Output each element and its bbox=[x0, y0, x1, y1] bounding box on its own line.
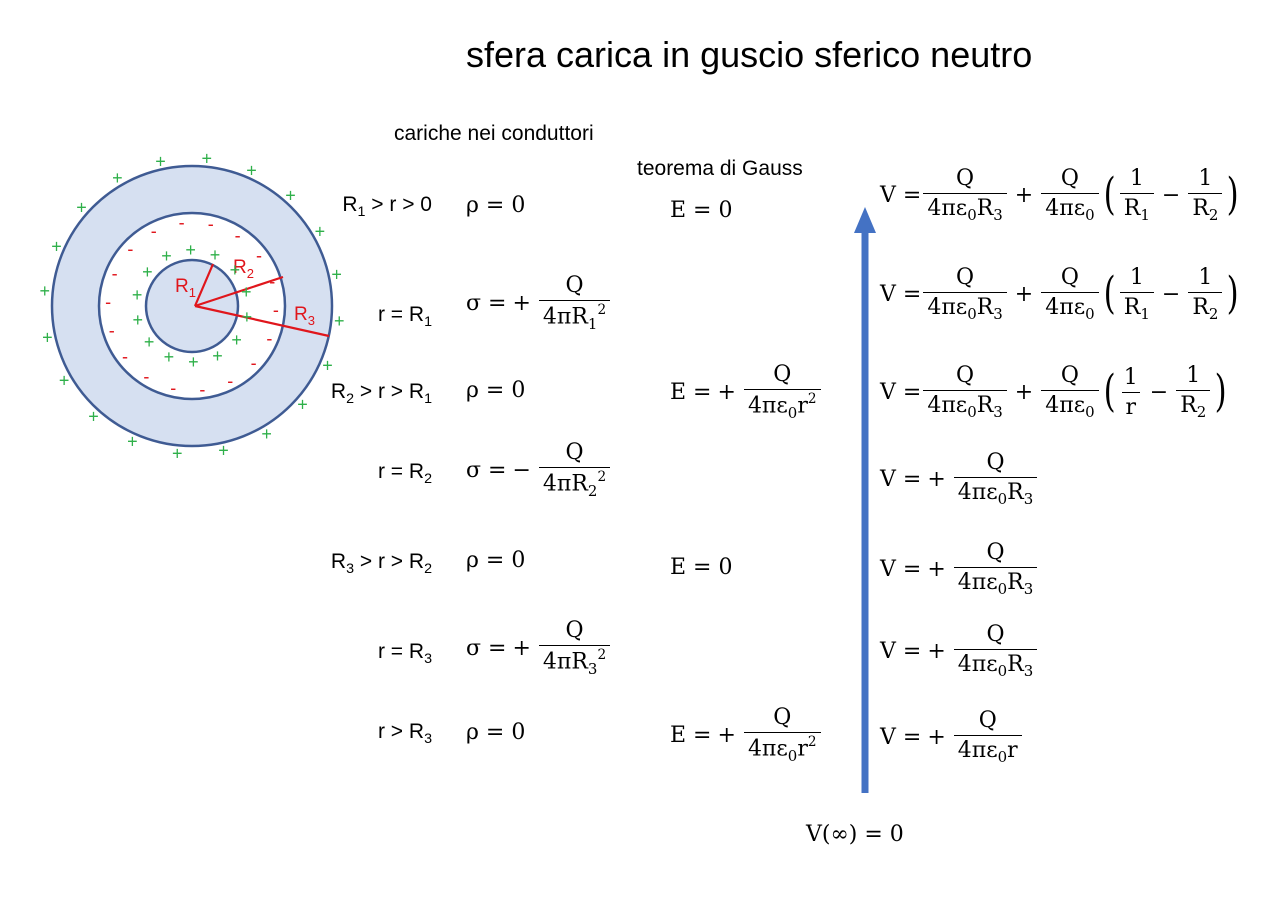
minus-charge-mark: - bbox=[122, 347, 128, 367]
plus-charge-mark: + bbox=[127, 431, 138, 451]
radius-r1-line bbox=[193, 263, 215, 307]
plus-charge-mark: + bbox=[285, 186, 296, 206]
charge-row-1: ρ = 0 bbox=[466, 193, 526, 218]
header-gauss: teorema di Gauss bbox=[637, 157, 803, 180]
plus-charge-mark: + bbox=[88, 406, 99, 426]
region-label-6: r = R3 bbox=[377, 640, 432, 667]
inner-sphere-circle bbox=[144, 258, 240, 354]
field-row-1: E = 0 bbox=[670, 198, 733, 223]
minus-charge-mark: - bbox=[273, 300, 279, 320]
plus-charge-mark: + bbox=[144, 332, 155, 352]
potential-infinity: V(∞) = 0 bbox=[806, 822, 904, 847]
plus-charge-mark: + bbox=[161, 246, 172, 266]
plus-charge-mark: + bbox=[76, 197, 87, 217]
plus-charge-mark: + bbox=[188, 352, 199, 372]
charge-marks: ++++++++++++++++++++------------------++… bbox=[39, 149, 344, 464]
minus-charge-mark: - bbox=[112, 263, 118, 283]
plus-charge-mark: + bbox=[218, 441, 229, 461]
minus-charge-mark: - bbox=[227, 371, 233, 391]
plus-charge-mark: + bbox=[59, 371, 70, 391]
plus-charge-mark: + bbox=[112, 168, 123, 188]
region-label-2: r = R1 bbox=[377, 303, 432, 330]
region-label-3: R2 > r > R1 bbox=[330, 380, 432, 407]
minus-charge-mark: - bbox=[208, 214, 214, 234]
plus-charge-mark: + bbox=[241, 282, 252, 302]
radius-r2-line bbox=[194, 275, 284, 308]
plus-charge-mark: + bbox=[39, 281, 50, 301]
plus-charge-mark: + bbox=[334, 311, 345, 331]
region-label-4: r = R2 bbox=[377, 460, 432, 487]
label-r2: R2 bbox=[233, 257, 254, 281]
plus-charge-mark: + bbox=[212, 346, 223, 366]
plus-charge-mark: + bbox=[261, 424, 272, 444]
plus-charge-mark: + bbox=[230, 260, 241, 280]
plus-charge-mark: + bbox=[164, 347, 175, 367]
plus-charge-mark: + bbox=[172, 443, 183, 463]
charge-row-7: ρ = 0 bbox=[466, 720, 526, 745]
region-label-1: R1 > r > 0 bbox=[342, 193, 432, 220]
label-r3: R3 bbox=[294, 304, 315, 328]
region-label-7: r > R3 bbox=[377, 720, 432, 747]
potential-arrow bbox=[854, 207, 876, 793]
minus-charge-mark: - bbox=[170, 378, 176, 398]
header-charges: cariche nei conduttori bbox=[394, 122, 594, 145]
minus-charge-mark: - bbox=[143, 367, 149, 387]
label-r1: R1 bbox=[175, 276, 196, 300]
plus-charge-mark: + bbox=[246, 161, 257, 181]
minus-charge-mark: - bbox=[151, 221, 157, 241]
plus-charge-mark: + bbox=[242, 307, 253, 327]
minus-charge-mark: - bbox=[251, 353, 257, 373]
plus-charge-mark: + bbox=[331, 265, 342, 285]
plus-charge-mark: + bbox=[51, 236, 62, 256]
region-label-5: R3 > r > R2 bbox=[330, 550, 432, 577]
minus-charge-mark: - bbox=[199, 379, 205, 399]
minus-charge-mark: - bbox=[235, 225, 241, 245]
plus-charge-mark: + bbox=[315, 221, 326, 241]
minus-charge-mark: - bbox=[109, 321, 115, 341]
plus-charge-mark: + bbox=[231, 330, 242, 350]
page-title: sfera carica in guscio sferico neutro bbox=[466, 34, 1033, 75]
plus-charge-mark: + bbox=[322, 356, 333, 376]
minus-charge-mark: - bbox=[266, 329, 272, 349]
charge-row-3: ρ = 0 bbox=[466, 378, 526, 403]
plus-charge-mark: + bbox=[210, 245, 221, 265]
plus-charge-mark: + bbox=[202, 149, 213, 169]
sphere-diagram: R1 R2 R3 ++++++++++++++++++++-----------… bbox=[39, 149, 344, 464]
plus-charge-mark: + bbox=[132, 285, 143, 305]
field-row-5: E = 0 bbox=[670, 555, 733, 580]
charge-row-5: ρ = 0 bbox=[466, 548, 526, 573]
minus-charge-mark: - bbox=[269, 271, 275, 291]
plus-charge-mark: + bbox=[142, 262, 153, 282]
plus-charge-mark: + bbox=[185, 240, 196, 260]
plus-charge-mark: + bbox=[42, 327, 53, 347]
minus-charge-mark: - bbox=[256, 245, 262, 265]
plus-charge-mark: + bbox=[132, 310, 143, 330]
plus-charge-mark: + bbox=[155, 151, 166, 171]
minus-charge-mark: - bbox=[179, 213, 185, 233]
radius-r3-line bbox=[194, 304, 330, 338]
plus-charge-mark: + bbox=[297, 395, 308, 415]
minus-charge-mark: - bbox=[127, 239, 133, 259]
minus-charge-mark: - bbox=[105, 292, 111, 312]
